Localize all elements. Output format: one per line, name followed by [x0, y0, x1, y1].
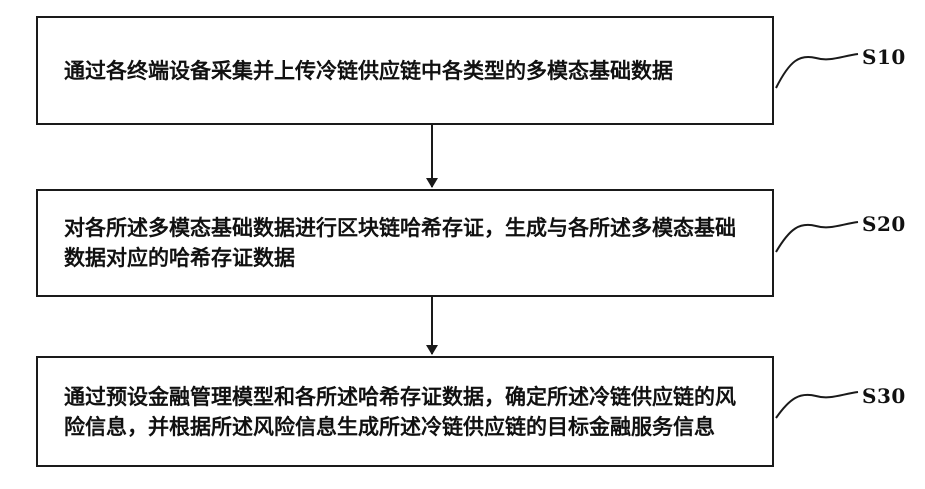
- step-box-s10: 通过各终端设备采集并上传冷链供应链中各类型的多模态基础数据: [36, 16, 774, 125]
- step-label-s10: S10: [862, 45, 906, 69]
- leader-line-s10: [776, 54, 858, 88]
- leader-line-s20: [776, 222, 858, 252]
- step-label-s30: S30: [862, 384, 906, 408]
- step-text-s30: 通过预设金融管理模型和各所述哈希存证数据，确定所述冷链供应链的风险信息，并根据所…: [64, 382, 746, 442]
- step-text-s10: 通过各终端设备采集并上传冷链供应链中各类型的多模态基础数据: [64, 56, 673, 86]
- step-text-s20: 对各所述多模态基础数据进行区块链哈希存证，生成与各所述多模态基础数据对应的哈希存…: [64, 213, 746, 273]
- leader-line-s30: [776, 392, 858, 418]
- step-label-s20: S20: [862, 212, 906, 236]
- step-box-s20: 对各所述多模态基础数据进行区块链哈希存证，生成与各所述多模态基础数据对应的哈希存…: [36, 189, 774, 297]
- step-box-s30: 通过预设金融管理模型和各所述哈希存证数据，确定所述冷链供应链的风险信息，并根据所…: [36, 356, 774, 467]
